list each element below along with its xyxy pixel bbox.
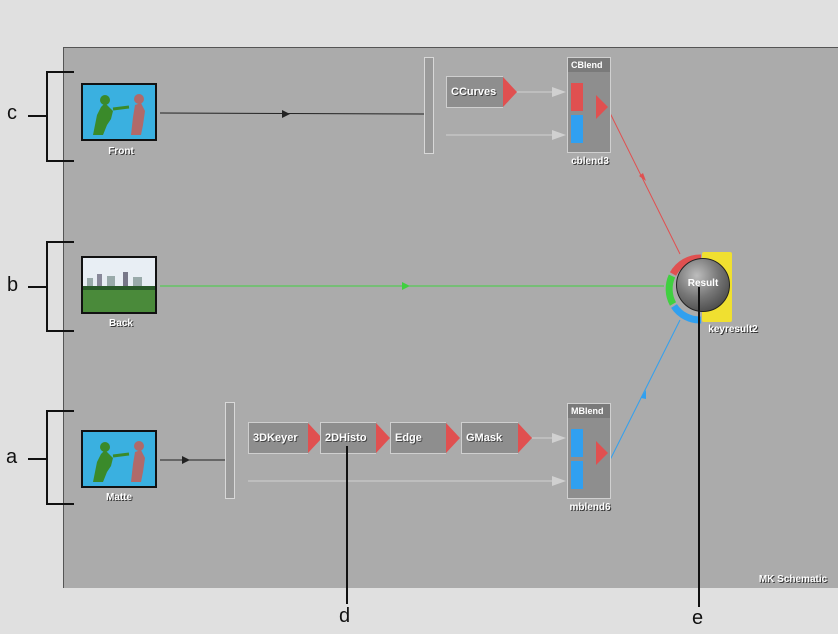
matte-label: Matte [105, 492, 133, 503]
bracket-c [46, 71, 74, 162]
2dhisto-node[interactable]: 2DHisto [320, 422, 390, 454]
gmask-wire-arrow [552, 433, 566, 443]
panel-title: MK Schematic [758, 574, 828, 585]
cblend-input-blue[interactable] [571, 115, 583, 143]
matte-input-bar[interactable] [225, 402, 235, 499]
gmask-node[interactable]: GMask [461, 422, 532, 454]
matte-bypass-arrow [552, 476, 566, 486]
front-input-bar[interactable] [424, 57, 434, 154]
ccurves-node[interactable]: CCurves [446, 76, 517, 108]
back-thumbnail[interactable] [81, 256, 157, 314]
mblend-title: MBlend [568, 404, 610, 418]
front-wire [159, 112, 425, 115]
cblend-node[interactable]: CBlend [567, 57, 611, 153]
callout-a: a [6, 446, 18, 468]
callout-d: d [339, 605, 351, 627]
ccurves-wire-arrow [552, 87, 566, 97]
callout-e: e [692, 607, 704, 629]
edge-node[interactable]: Edge [390, 422, 460, 454]
matte-thumbnail[interactable] [81, 430, 157, 488]
tick-c [28, 115, 46, 117]
pointer-e [698, 287, 700, 607]
mblend-name: mblend6 [569, 502, 611, 513]
callout-b: b [7, 274, 19, 296]
mblend-output[interactable] [596, 441, 608, 465]
cblend-input-red[interactable] [571, 83, 583, 111]
mblend-node[interactable]: MBlend [567, 403, 611, 499]
pointer-d [346, 446, 348, 604]
result-node[interactable]: Result [676, 258, 730, 312]
callout-c: c [7, 102, 17, 124]
mblend-wire [609, 319, 681, 461]
tick-b [28, 286, 46, 288]
cblend-title: CBlend [568, 58, 610, 72]
result-label: Result [687, 278, 719, 289]
cblend-wire-arrow [639, 173, 646, 181]
cblend-wire [609, 112, 681, 255]
front-bypass-arrow [552, 130, 566, 140]
tick-a [28, 458, 46, 460]
cblend-output[interactable] [596, 95, 608, 119]
cblend-name: cblend3 [571, 156, 609, 167]
front-thumbnail[interactable] [81, 83, 157, 141]
bracket-a [46, 410, 74, 505]
3dkeyer-node[interactable]: 3DKeyer [248, 422, 322, 454]
result-name: keyresult2 [708, 324, 758, 335]
bracket-b [46, 241, 74, 332]
back-label: Back [109, 318, 133, 329]
mblend-wire-arrow [641, 390, 646, 399]
mblend-input-blue-2[interactable] [571, 461, 583, 489]
matte-wire-arrow [182, 456, 190, 464]
mblend-input-blue-1[interactable] [571, 429, 583, 457]
front-label: Front [108, 146, 134, 157]
back-wire-arrow [402, 282, 410, 290]
front-wire-arrow [282, 110, 290, 118]
